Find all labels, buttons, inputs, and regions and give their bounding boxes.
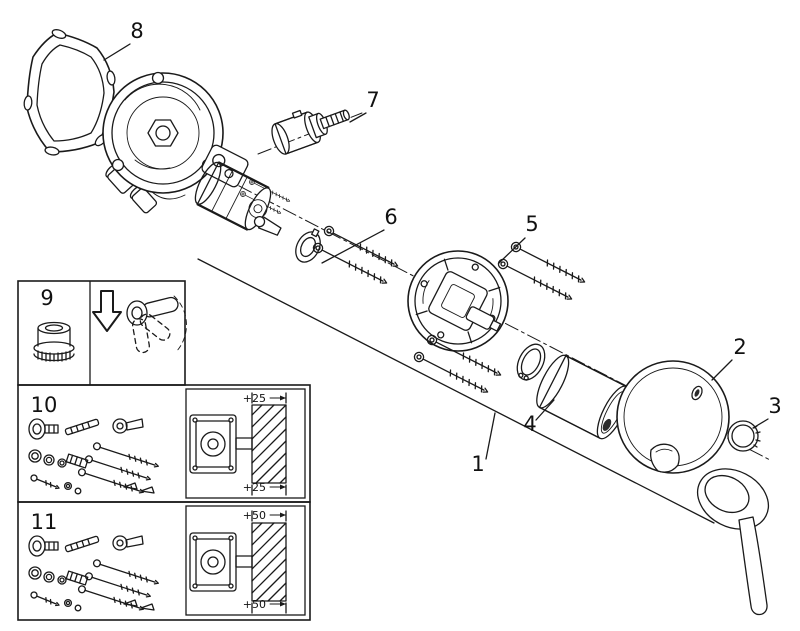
part-label-6: 6 bbox=[384, 205, 397, 229]
spindle-adapter bbox=[253, 215, 282, 236]
dimension-label-11-bottom: +50 bbox=[243, 598, 266, 611]
inset-box-9: 9 bbox=[17, 280, 187, 386]
service-kit-parts-11 bbox=[29, 536, 159, 613]
extension-set: 6 bbox=[194, 161, 401, 288]
part-label-9: 9 bbox=[40, 286, 53, 310]
part-label-3: 3 bbox=[768, 394, 781, 418]
leader-line-5 bbox=[498, 237, 526, 264]
part-1-leader: 1 bbox=[197, 258, 715, 524]
leader-line-2 bbox=[711, 359, 733, 381]
part-label-11: 11 bbox=[31, 510, 58, 534]
rotation-arc bbox=[173, 295, 187, 353]
inset-box-11: 11 +50 +50 bbox=[17, 501, 311, 621]
inset-box-11-border bbox=[17, 501, 311, 621]
service-kit-parts-10 bbox=[29, 419, 159, 496]
part-label-5: 5 bbox=[525, 212, 538, 236]
inset-box-10: 10 +25 +25 bbox=[17, 384, 311, 503]
dimension-label-10-bottom: +25 bbox=[243, 481, 266, 494]
part-label-1: 1 bbox=[471, 452, 484, 476]
leader-line-3 bbox=[752, 418, 769, 429]
cartridge: 7 bbox=[271, 88, 380, 155]
mounting-screw bbox=[509, 240, 588, 287]
leader-line-1 bbox=[485, 412, 496, 460]
plate-adapter-block bbox=[465, 306, 502, 332]
part-label-10: 10 bbox=[31, 393, 58, 417]
installation-detail-box-11 bbox=[185, 505, 306, 616]
diverter-knob: 3 bbox=[727, 394, 782, 452]
sleeve-assembly: 4 bbox=[516, 343, 630, 440]
trim-plate: 2 bbox=[616, 335, 747, 474]
part-label-2: 2 bbox=[733, 335, 746, 359]
leader-line-6 bbox=[321, 229, 385, 264]
lever-handle bbox=[697, 468, 769, 616]
dimension-label-10-top: +25 bbox=[243, 392, 266, 405]
retaining-ring bbox=[516, 343, 546, 381]
cap-part bbox=[33, 321, 75, 362]
extension-housing bbox=[194, 161, 272, 231]
part-label-4: 4 bbox=[523, 412, 536, 436]
adapter-ring bbox=[295, 228, 321, 263]
down-arrow-icon bbox=[92, 290, 122, 332]
inset-box-10-border bbox=[17, 384, 311, 503]
leader-line-4 bbox=[535, 399, 555, 421]
installation-detail-box-10 bbox=[185, 388, 306, 499]
installation-section-11 bbox=[189, 510, 287, 614]
lever-icon bbox=[126, 295, 187, 354]
dimension-label-11-top: +50 bbox=[243, 509, 266, 522]
leader-line-7 bbox=[349, 112, 367, 123]
leader-line-8 bbox=[103, 43, 131, 61]
mounting-plate: 5 bbox=[407, 212, 588, 397]
installation-section-10 bbox=[189, 392, 287, 496]
part-label-8: 8 bbox=[130, 19, 143, 43]
sleeve bbox=[536, 354, 630, 440]
part-label-7: 7 bbox=[366, 88, 379, 112]
